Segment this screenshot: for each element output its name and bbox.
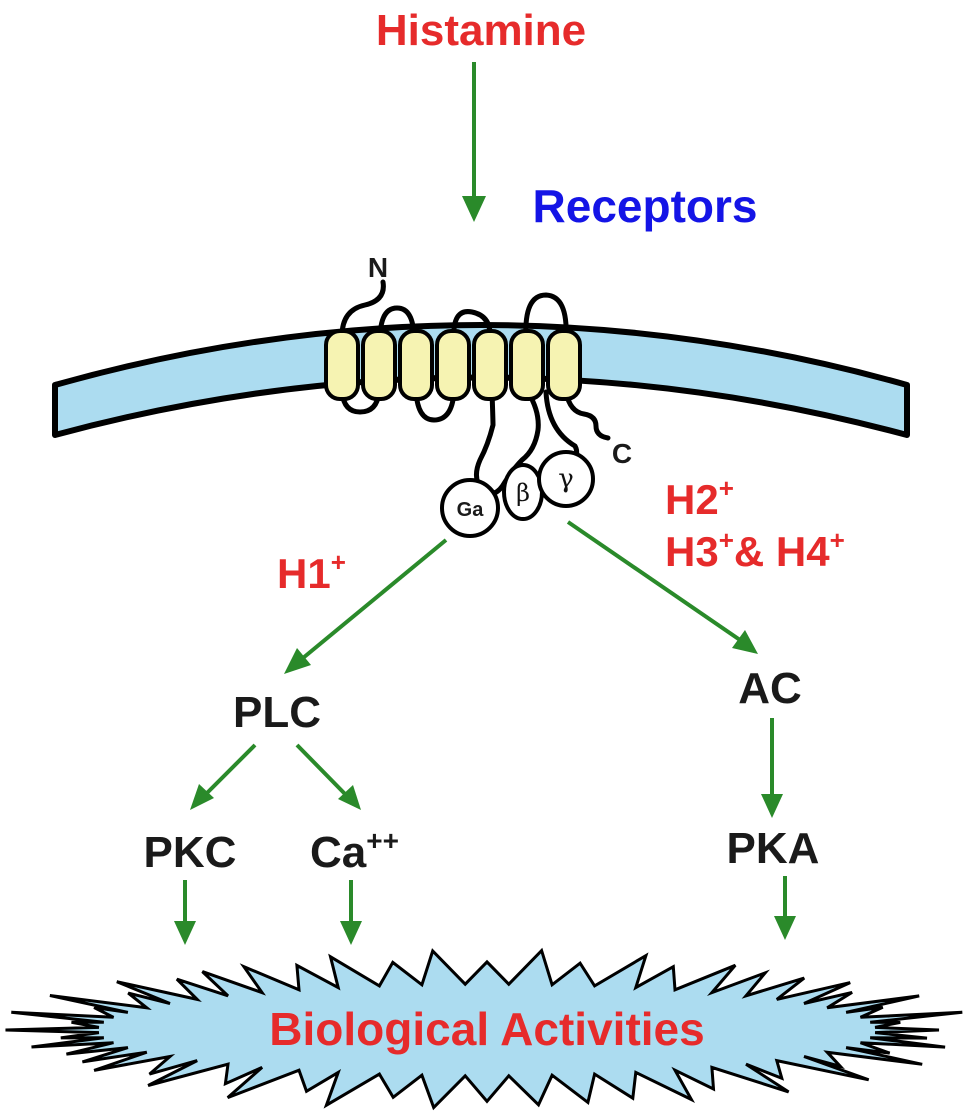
extracellular-loop-3	[523, 292, 569, 341]
biological-activities-label: Biological Activities	[269, 1003, 704, 1055]
g-alpha-subunit	[440, 478, 500, 538]
g-gamma-subunit	[537, 450, 595, 508]
h2-text: H2	[665, 476, 719, 523]
helix-6	[509, 329, 545, 401]
h1-superscript: +	[331, 547, 346, 577]
ca-superscript: ++	[366, 825, 399, 856]
h3-superscript: +	[719, 525, 734, 555]
arrow-galpha-to-plc	[284, 538, 448, 674]
g-alpha-label: Ga	[457, 499, 485, 521]
c-terminus-tail	[563, 389, 611, 441]
transmembrane-helices	[324, 329, 582, 401]
arrow-pkc-to-outcome	[174, 880, 196, 945]
h3-h4-joiner: & H4	[734, 528, 830, 575]
helix-3	[398, 329, 434, 401]
ac-label: AC	[738, 664, 802, 713]
extracellular-loop-1	[377, 305, 417, 343]
n-terminus-label: N	[368, 252, 388, 283]
helix-7	[546, 329, 582, 401]
plc-label: PLC	[233, 688, 321, 737]
arrow-histamine-to-receptor	[462, 62, 486, 222]
h3-text: H3	[665, 528, 719, 575]
ca-text: Ca	[310, 828, 367, 877]
receptors-label: Receptors	[533, 180, 758, 232]
n-terminus-tail	[339, 279, 386, 339]
h1-label: H1+	[277, 547, 346, 597]
c-terminus-label: C	[612, 438, 632, 469]
h1-text: H1	[277, 550, 331, 597]
helix-5	[472, 329, 508, 401]
pka-label: PKA	[727, 824, 820, 873]
h4-superscript: +	[830, 525, 845, 555]
receptor-loops	[339, 279, 611, 497]
arrow-plc-to-pkc	[190, 743, 257, 810]
histamine-label: Histamine	[376, 6, 586, 55]
helix-2	[361, 329, 397, 401]
pkc-label: PKC	[144, 828, 237, 877]
g-beta-label: β	[516, 479, 530, 507]
biological-activities-burst	[5, 947, 963, 1111]
g-protein-complex: Ga β γ	[440, 450, 595, 538]
extracellular-loop-2	[451, 309, 493, 343]
h2-superscript: +	[719, 473, 734, 503]
arrow-ac-to-pka	[761, 718, 783, 818]
arrow-ca-to-outcome	[340, 880, 362, 945]
h3-h4-label: H3+& H4+	[665, 525, 845, 575]
arrow-pka-to-outcome	[774, 876, 796, 940]
intracellular-loop-2	[413, 389, 457, 423]
intracellular-loop-1	[339, 389, 382, 415]
arrow-plc-to-ca	[295, 743, 361, 810]
h2-label: H2+	[665, 473, 734, 523]
arrow-gamma-to-ac	[566, 520, 758, 654]
helix-1	[324, 329, 360, 401]
ca-label: Ca++	[310, 825, 399, 877]
helix-4	[435, 329, 471, 401]
g-gamma-label: γ	[558, 464, 574, 494]
